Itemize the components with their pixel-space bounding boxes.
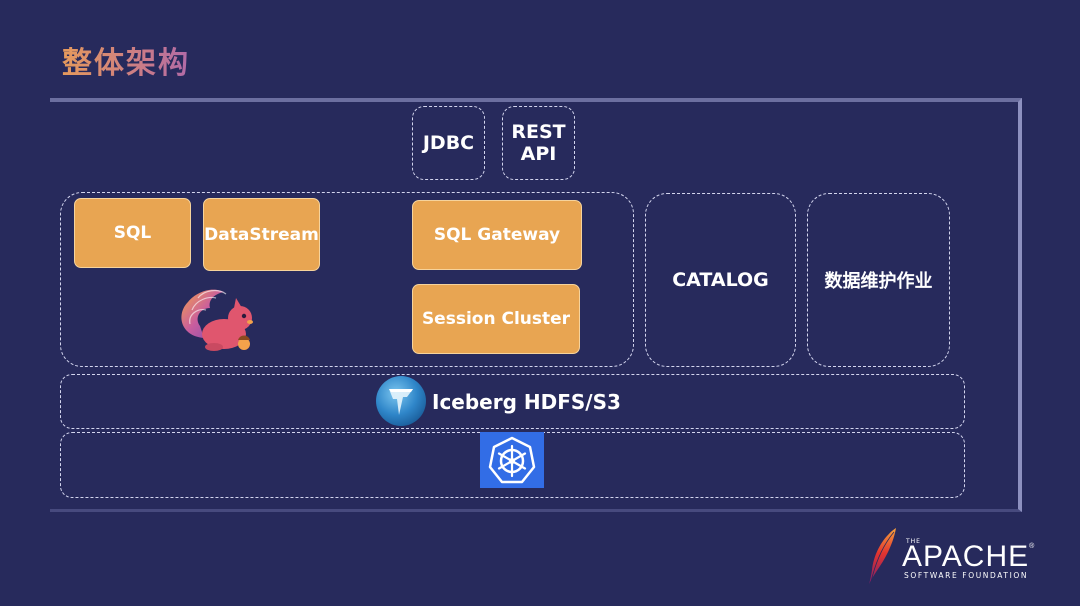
rest-label-line2: API [520,143,557,165]
apache-registered-mark: ® [1029,543,1036,550]
storage-label: Iceberg HDFS/S3 [432,389,621,414]
catalog-container [645,193,796,367]
apache-subtitle-text: SOFTWARE FOUNDATION [904,571,1029,580]
maintenance-jobs-label: 数据维护作业 [824,271,933,292]
maintenance-jobs-container [807,193,950,367]
rest-api-container [502,106,575,180]
jdbc-container [412,106,485,180]
apache-name-text: APACHE® [902,540,1035,574]
apache-feather-icon [869,528,896,584]
apache-foundation-logo: THE APACHE® SOFTWARE FOUNDATION [862,526,1042,586]
sql-box: SQL [74,198,191,268]
kubernetes-helm-icon [480,432,544,488]
apache-name-main: APACHE [902,540,1030,573]
architecture-frame [50,98,1022,512]
rest-api-label: REST API [502,106,575,180]
jdbc-label: JDBC [422,132,475,154]
datastream-box: DataStream [203,198,320,271]
rest-label-line1: REST [511,121,566,143]
session-cluster-box: Session Cluster [412,284,580,354]
sql-gateway-box: SQL Gateway [412,200,582,270]
storage-layer [60,374,965,429]
flink-squirrel-icon [181,289,253,351]
iceberg-icon [376,376,426,426]
apache-the-text: THE [906,538,921,545]
page-title: 整体架构 [62,38,190,82]
flink-engine-group [60,192,634,367]
catalog-label: CATALOG [672,269,769,291]
